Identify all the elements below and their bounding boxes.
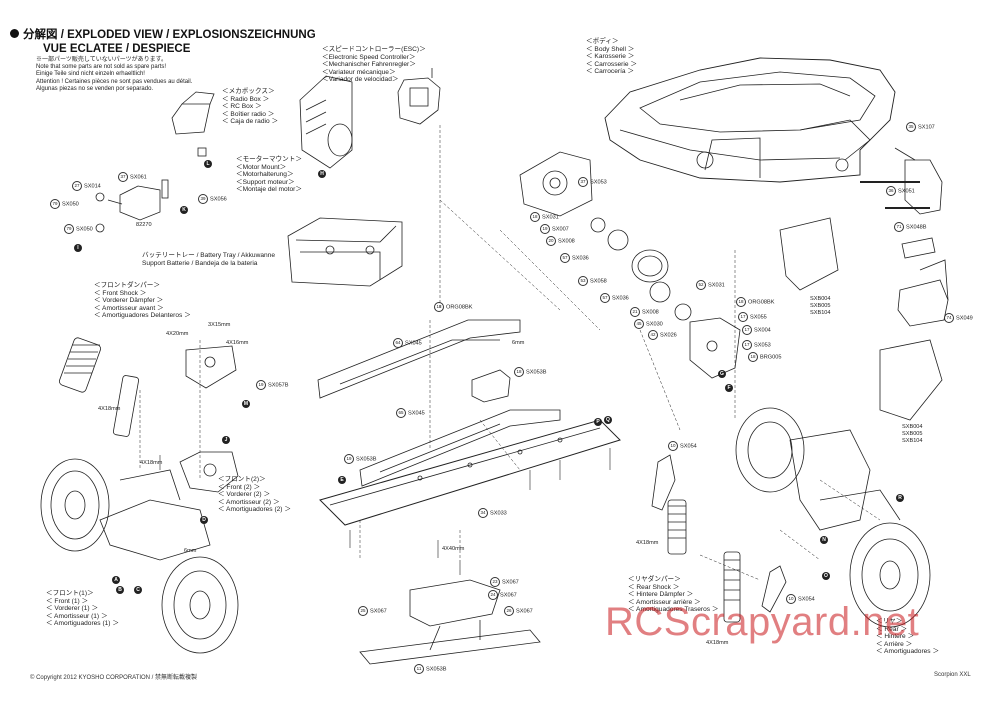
copyright: © Copyright 2012 KYOSHO CORPORATION / 禁無… [30, 675, 198, 681]
dimension-label: 4X40mm [442, 546, 465, 552]
marker-o: O [822, 572, 830, 580]
marker-f: F [725, 384, 733, 392]
marker-e: E [338, 476, 346, 484]
dimension-label: 6mm [512, 340, 525, 346]
dimension-label: 3X15mm [208, 322, 231, 328]
marker-j: J [222, 436, 230, 444]
dimension-label: 4X18mm [140, 460, 163, 466]
marker-n: N [820, 536, 828, 544]
radio-box-label: ＜メカボックス＞＜ Radio Box ＞＜ RC Box ＞＜ Boîtier… [222, 88, 279, 126]
rear-label: ＜リヤ＞＜ Rear ＞＜ Hintere ＞＜ Arrière ＞＜ Amor… [876, 618, 940, 656]
front-shock-label: ＜フロントダンパー＞＜ Front Shock ＞＜ Vorderer Dämp… [94, 282, 191, 320]
marker-k: K [180, 206, 188, 214]
dimension-label: 4X16mm [226, 340, 249, 346]
marker-p: P [594, 418, 602, 426]
dimension-label: 6mm [184, 548, 197, 554]
marker-i: I [74, 244, 82, 252]
title-bullet-icon [10, 29, 19, 38]
esc-label: ＜スピードコントローラー(ESC)＞＜Electronic Speed Cont… [322, 46, 426, 84]
page-title: 分解図 / EXPLODED VIEW / EXPLOSIONSZEICHNUN… [10, 28, 316, 56]
marker-r: R [896, 494, 904, 502]
front-2-label: ＜フロント(2)＞＜ Front (2) ＞＜ Vorderer (2) ＞＜ … [218, 476, 291, 514]
dimension-label: 4X18mm [98, 406, 121, 412]
marker-h: H [318, 170, 326, 178]
marker-c: C [134, 586, 142, 594]
dimension-label: 4X18mm [706, 640, 729, 646]
marker-m: M [242, 400, 250, 408]
marker-a: A [112, 576, 120, 584]
dimension-label: 4X20mm [166, 331, 189, 337]
marker-l: L [204, 160, 212, 168]
marker-q: Q [604, 416, 612, 424]
dimension-label: 4X18mm [636, 540, 659, 546]
part-callout: 82270 [136, 222, 152, 228]
model-name: Scorpion XXL [934, 672, 971, 678]
marker-b: B [116, 586, 124, 594]
motor-mount-label: ＜モーターマウント＞＜Motor Mount＞＜Motorhalterung＞＜… [236, 156, 302, 194]
parts-note: ※一部パーツ販売していないパーツがあります。 Note that some pa… [36, 57, 193, 92]
body-shell-label: ＜ボディ＞＜ Body Shell ＞＜ Karosserie ＞＜ Carro… [586, 38, 637, 76]
watermark: RCScrapyard.net [605, 600, 920, 644]
front-1-label: ＜フロント(1)＞＜ Front (1) ＞＜ Vorderer (1) ＞＜ … [46, 590, 119, 628]
marker-d: D [200, 516, 208, 524]
marker-g: G [718, 370, 726, 378]
rear-shock-label: ＜リヤダンパー＞＜ Rear Shock ＞＜ Hintere Dämpfer … [628, 576, 719, 614]
